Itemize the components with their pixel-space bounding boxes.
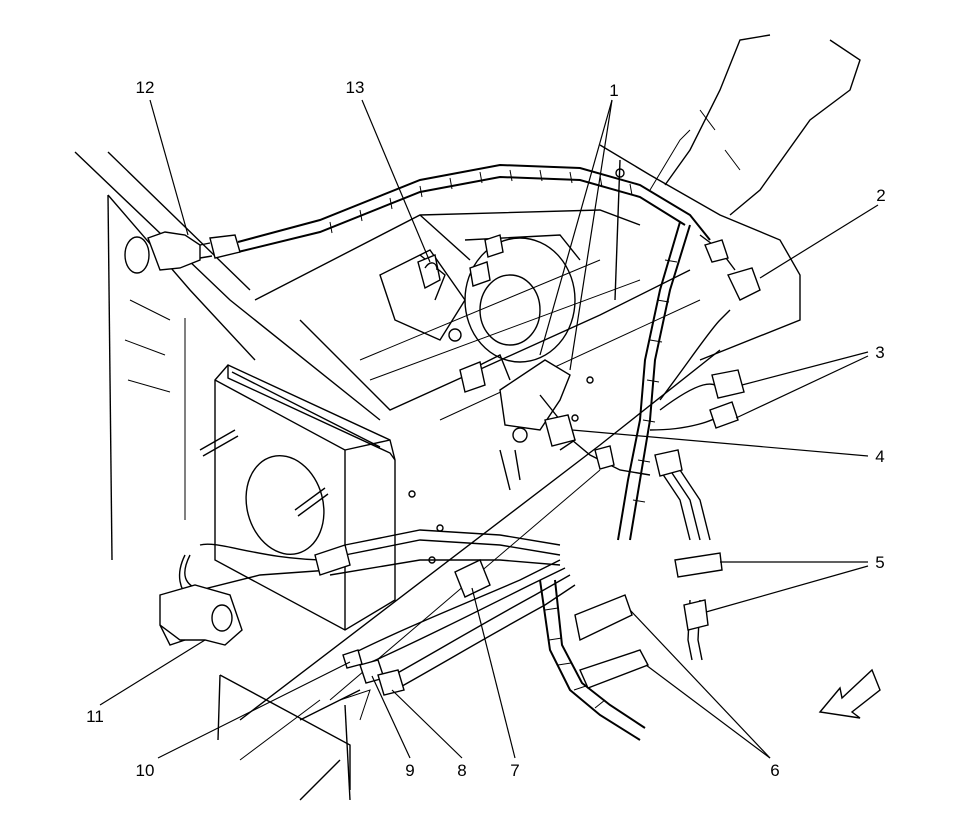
callout-12: 12 [136,78,155,97]
callout-5: 5 [875,553,884,572]
callout-4: 4 [875,447,884,466]
connector-4 [544,414,576,447]
leader-lines [99,99,879,759]
callout-1: 1 [609,81,618,100]
callout-11: 11 [86,707,104,726]
connector-5 [674,552,723,631]
connector-3 [709,369,745,429]
connector-2 [704,239,761,301]
connector-7 [454,559,491,598]
blower-assembly [379,234,581,363]
connector-12 [124,231,241,274]
connector-13 [417,254,441,290]
callout-8: 8 [457,761,466,780]
connector-10 [342,649,363,669]
connectors [124,231,761,696]
callout-13: 13 [346,78,365,97]
callout-10: 10 [136,761,155,780]
callout-3: 3 [875,343,884,362]
callout-labels: 1 2 3 4 5 6 7 8 9 10 11 12 13 [86,78,886,780]
direction-arrow-icon [818,668,881,719]
control-module-box [199,364,396,631]
sensor-11 [159,584,243,646]
callout-7: 7 [510,761,519,780]
callout-9: 9 [405,761,414,780]
callout-2: 2 [876,186,885,205]
connector-6 [574,594,649,689]
connector-8 [377,669,405,696]
callout-6: 6 [770,761,779,780]
body-structure [74,34,861,801]
